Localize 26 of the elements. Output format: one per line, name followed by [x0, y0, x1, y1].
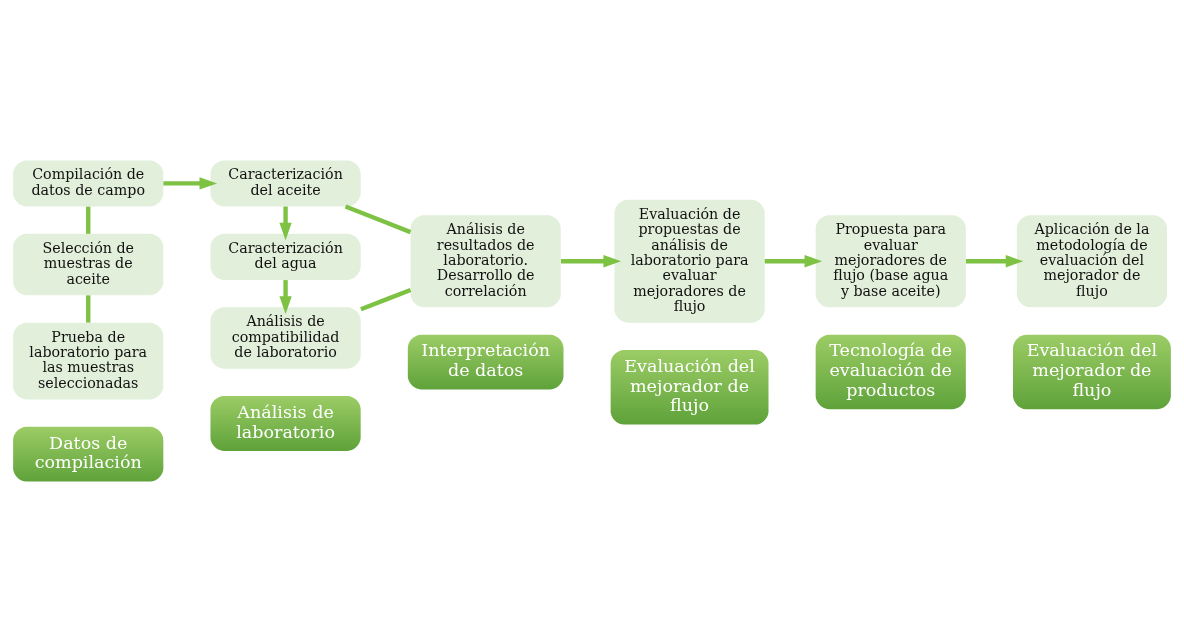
node-box: Datos de compilación	[13, 426, 164, 482]
arrow	[965, 254, 1024, 267]
connector	[86, 206, 91, 234]
arrow	[163, 176, 218, 190]
node-box: Evaluación de propuestas de análisis de laboratorio para evaluar mejoradores de flujo	[614, 199, 765, 323]
connector	[360, 287, 412, 311]
node-box: Caracterización del aceite	[210, 159, 361, 206]
arrow	[279, 206, 292, 240]
node-box: Propuesta para evaluar mejoradores de flujo (base agua y base aceite)	[815, 214, 966, 307]
arrow	[561, 254, 622, 267]
connector	[86, 294, 91, 323]
node-box: Análisis de compatibilidad de laboratorio	[210, 306, 361, 369]
arrow	[279, 279, 292, 314]
arrow	[764, 254, 823, 267]
node-box: Compilación de datos de campo	[13, 159, 164, 206]
node-box: Evaluación del mejorador de flujo	[610, 349, 769, 425]
node-box: Prueba de laboratorio para las muestras seleccionadas	[13, 322, 164, 399]
node-box: Tecnología de evaluación de productos	[815, 334, 966, 409]
node-box: Selección de muestras de aceite	[13, 233, 164, 295]
connector	[344, 204, 412, 234]
node-box: Interpretación de datos	[407, 334, 564, 389]
node-box: Aplicación de la metodología de evaluación del mejorador de flujo	[1016, 214, 1168, 307]
node-box: Evaluación del mejorador de flujo	[1013, 334, 1171, 409]
node-box: Caracterización del agua	[210, 233, 361, 280]
node-box: Análisis de laboratorio	[210, 395, 361, 451]
node-box: Análisis de resultados de laboratorio. Desarrollo de correlación	[410, 214, 561, 307]
